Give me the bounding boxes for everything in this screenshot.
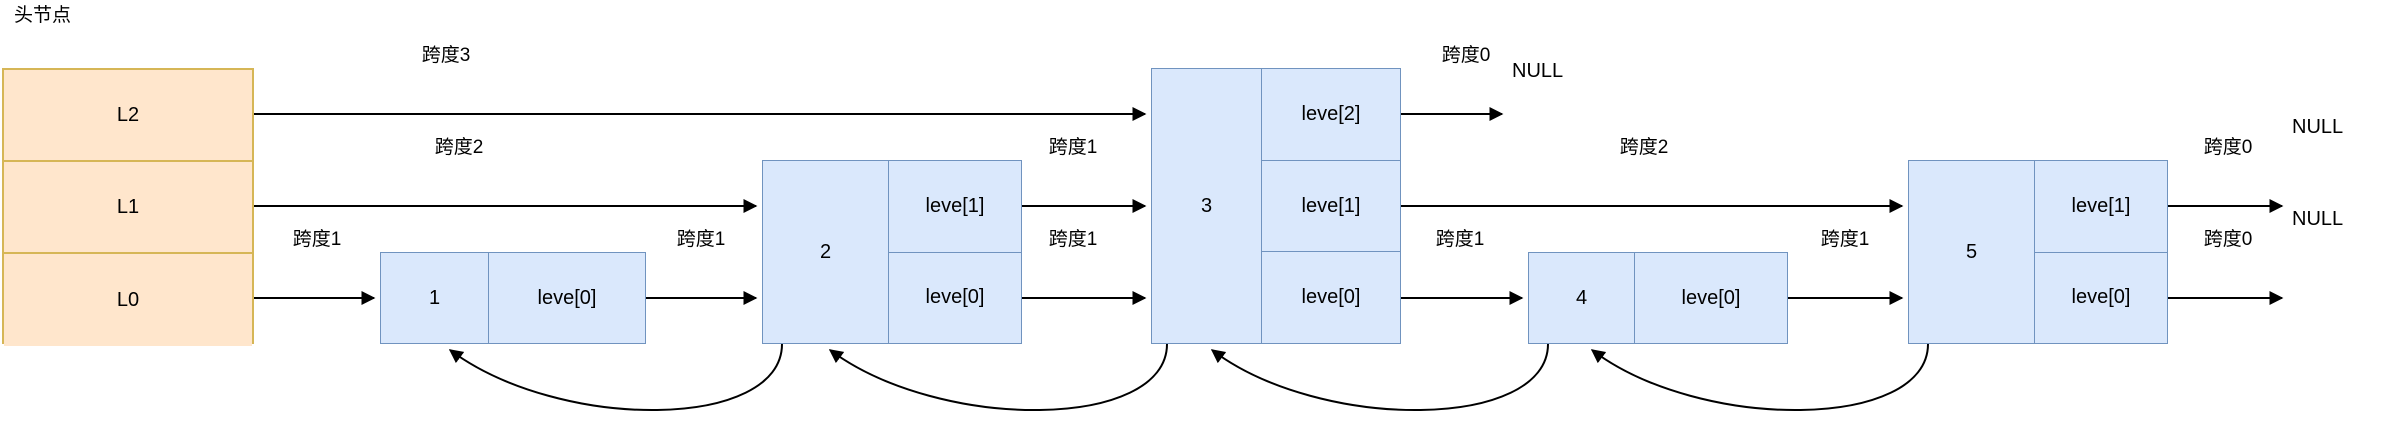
edge-label-l0-4-to-5: 跨度1 [1820,229,1870,250]
node-4-level-0: leve[0] [1635,253,1787,343]
node-1-key: 1 [381,253,489,343]
node-2: 2 leve[1] leve[0] [762,160,1022,344]
edge-label-l1-head-to-2: 跨度2 [434,137,484,158]
node-4-levels: leve[0] [1635,253,1787,343]
node-1: 1 leve[0] [380,252,646,344]
edge-label-l0-head-to-1: 跨度1 [292,229,342,250]
null-terminal-l1: NULL [2292,116,2344,138]
node-3-level-2: leve[2] [1262,69,1400,161]
edge-back-5-to-4 [1590,343,1929,411]
head-node-level-l2: L2 [4,70,252,162]
node-3-level-0: leve[0] [1262,252,1400,344]
node-3: 3 leve[2] leve[1] leve[0] [1151,68,1401,344]
edge-back-3-to-2 [828,343,1168,411]
edge-back-2-to-1 [448,343,783,411]
node-1-level-0: leve[0] [489,253,645,343]
node-2-level-1: leve[1] [889,161,1021,253]
edge-label-l2-head-to-3: 跨度3 [421,45,471,66]
node-2-levels: leve[1] leve[0] [889,161,1021,343]
node-5-key: 5 [1909,161,2035,343]
null-terminal-l0: NULL [2292,208,2344,230]
head-node-level-l1: L1 [4,162,252,254]
edge-label-l1-2-to-3: 跨度1 [1048,137,1098,158]
node-5-levels: leve[1] leve[0] [2035,161,2167,343]
null-terminal-l2: NULL [1512,60,1564,82]
node-5-level-1: leve[1] [2035,161,2167,253]
node-3-key: 3 [1152,69,1262,343]
edge-label-l2-3-to-null: 跨度0 [1441,45,1491,66]
edge-label-l1-3-to-5: 跨度2 [1619,137,1669,158]
node-3-level-1: leve[1] [1262,160,1400,253]
node-3-levels: leve[2] leve[1] leve[0] [1262,69,1400,344]
head-node-level-l0: L0 [4,254,252,346]
node-5-level-0: leve[0] [2035,252,2167,343]
node-4: 4 leve[0] [1528,252,1788,344]
edge-label-l0-2-to-3: 跨度1 [1048,229,1098,250]
head-node-caption: 头节点 [14,5,72,26]
head-node: L2 L1 L0 [2,68,254,346]
edge-label-l0-3-to-4: 跨度1 [1435,229,1485,250]
node-1-levels: leve[0] [489,253,645,343]
edge-label-l0-1-to-2: 跨度1 [676,229,726,250]
edge-label-l1-5-to-null: 跨度0 [2203,137,2253,158]
edge-back-4-to-3 [1210,343,1549,411]
node-2-level-0: leve[0] [889,252,1021,343]
node-4-key: 4 [1529,253,1635,343]
edge-label-l0-5-to-null: 跨度0 [2203,229,2253,250]
node-5: 5 leve[1] leve[0] [1908,160,2168,344]
node-2-key: 2 [763,161,889,343]
